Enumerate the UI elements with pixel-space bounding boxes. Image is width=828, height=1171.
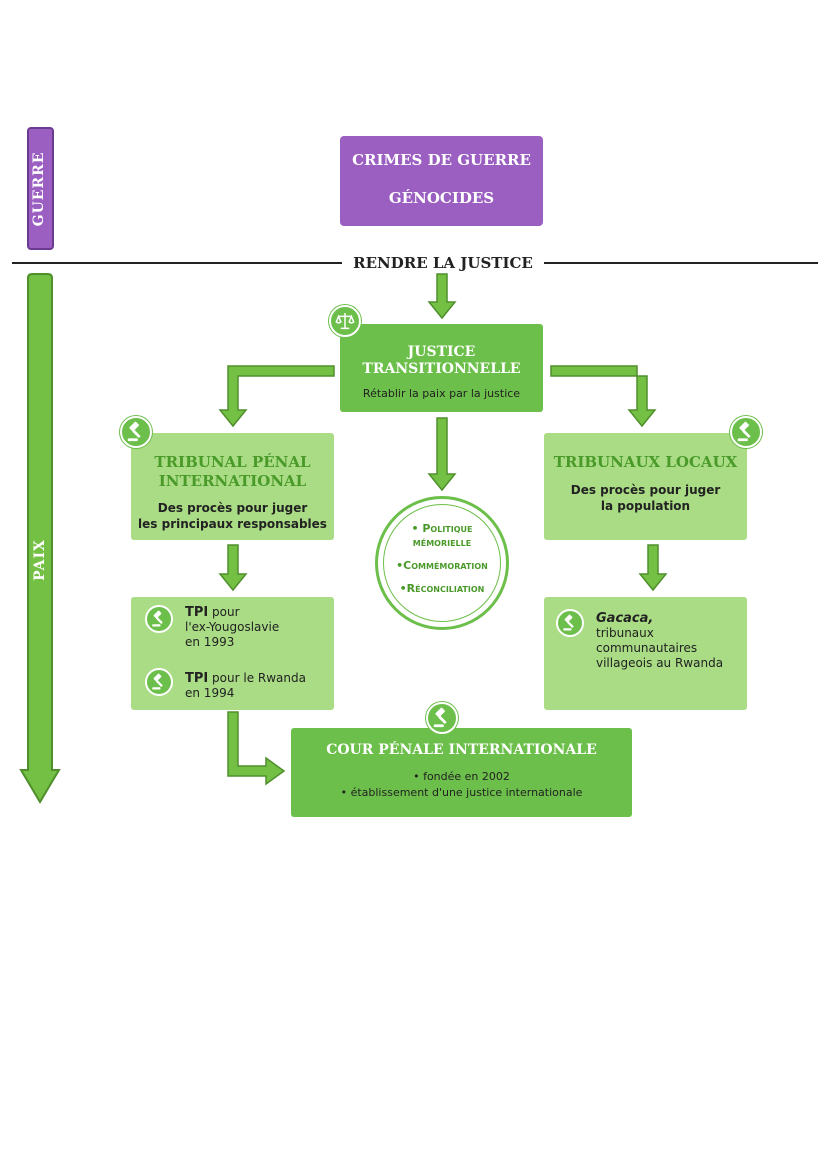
gavel-badge-right bbox=[730, 416, 762, 448]
war-crimes-box: CRIMES DE GUERRE GÉNOCIDES bbox=[340, 136, 543, 226]
transitional-justice-subtitle: Rétablir la paix par la justice bbox=[362, 387, 521, 400]
memory-item-commemoration: •Commémoration bbox=[396, 559, 488, 572]
tpi-rwanda-rest2: en 1994 bbox=[185, 686, 235, 700]
memory-list: • Politique mémorielle •Commémoration •R… bbox=[375, 522, 509, 596]
local-courts-desc-2: la population bbox=[600, 499, 691, 513]
icc-bullet-1: • fondée en 2002 bbox=[413, 770, 510, 783]
gacaca-title: Gacaca, bbox=[596, 611, 654, 626]
icc-bullet-2: • établissement d'une justice internatio… bbox=[340, 786, 583, 799]
transitional-justice-title-2: TRANSITIONNELLE bbox=[362, 361, 521, 377]
gavel-icon bbox=[563, 614, 574, 631]
gavel-badge-gacaca bbox=[556, 609, 584, 637]
tpi-yugoslavia-bold: TPI bbox=[185, 605, 209, 620]
gavel-icon bbox=[127, 421, 141, 442]
international-tribunal-desc-2: les principaux responsables bbox=[138, 517, 327, 531]
memory-item-reconciliation: •Réconciliation bbox=[399, 582, 485, 595]
international-tribunal-box: TRIBUNAL PÉNAL INTERNATIONAL Des procès … bbox=[131, 433, 334, 540]
local-courts-desc-1: Des procès pour juger bbox=[570, 483, 721, 497]
tpi-rwanda-rest1: pour le Rwanda bbox=[208, 671, 306, 685]
icc-box: COUR PÉNALE INTERNATIONALE • fondée en 2… bbox=[291, 728, 632, 817]
icc-title: COUR PÉNALE INTERNATIONALE bbox=[326, 742, 597, 758]
tpi-yugoslavia: TPI pour l'ex-Yougoslavie en 1993 bbox=[185, 605, 330, 650]
memory-circle bbox=[375, 496, 509, 630]
arrow-to-left bbox=[218, 365, 335, 428]
gacaca-line3: communautaires bbox=[596, 641, 698, 655]
scales-badge bbox=[329, 305, 361, 337]
war-crimes-line1: CRIMES DE GUERRE bbox=[352, 151, 531, 169]
tpi-yugoslavia-rest1: pour bbox=[208, 605, 240, 619]
gavel-icon bbox=[737, 421, 751, 442]
divider-label: RENDRE LA JUSTICE bbox=[342, 252, 544, 274]
gavel-icon bbox=[433, 707, 447, 728]
arrow-to-circle bbox=[427, 417, 457, 492]
gacaca-text: Gacaca, tribunaux communautaires village… bbox=[596, 611, 744, 671]
transitional-justice-box: JUSTICE TRANSITIONNELLE Rétablir la paix… bbox=[340, 324, 543, 412]
tpi-yugoslavia-rest2: l'ex-Yougoslavie bbox=[185, 620, 280, 634]
arrow-to-center bbox=[427, 273, 457, 320]
international-tribunal-title-1: TRIBUNAL PÉNAL bbox=[154, 453, 311, 471]
arrow-to-tpi bbox=[218, 544, 248, 592]
international-tribunal-desc-1: Des procès pour juger bbox=[157, 501, 308, 515]
gavel-icon bbox=[152, 610, 163, 627]
arrow-to-right bbox=[550, 365, 657, 428]
tpi-yugoslavia-rest3: en 1993 bbox=[185, 635, 235, 649]
gavel-badge-icc bbox=[426, 702, 458, 734]
war-sidebar: GUERRE bbox=[27, 127, 54, 250]
gavel-badge-tpi-1 bbox=[145, 605, 173, 633]
peace-arrow bbox=[19, 273, 61, 804]
war-crimes-line2: GÉNOCIDES bbox=[388, 189, 495, 207]
local-courts-title: TRIBUNAUX LOCAUX bbox=[553, 453, 738, 471]
gavel-icon bbox=[152, 673, 163, 690]
tpi-box: TPI pour l'ex-Yougoslavie en 1993 TPI po… bbox=[131, 597, 334, 710]
international-tribunal-title-2: INTERNATIONAL bbox=[158, 472, 307, 490]
gavel-badge-left bbox=[120, 416, 152, 448]
local-courts-box: TRIBUNAUX LOCAUX Des procès pour juger l… bbox=[544, 433, 747, 540]
scales-icon bbox=[335, 312, 355, 330]
arrow-to-cpi bbox=[227, 711, 286, 786]
gacaca-box: Gacaca, tribunaux communautaires village… bbox=[544, 597, 747, 710]
tpi-rwanda: TPI pour le Rwanda en 1994 bbox=[185, 671, 330, 701]
transitional-justice-title-1: JUSTICE bbox=[407, 344, 476, 360]
gavel-badge-tpi-2 bbox=[145, 668, 173, 696]
memory-item-politique: • Politique bbox=[411, 522, 473, 535]
tpi-rwanda-bold: TPI bbox=[185, 671, 209, 686]
memory-item-memorielle: mémorielle bbox=[412, 536, 472, 549]
gacaca-line2: tribunaux bbox=[596, 626, 654, 640]
gacaca-line4: villageois au Rwanda bbox=[596, 656, 724, 670]
arrow-to-gacaca bbox=[638, 544, 668, 592]
